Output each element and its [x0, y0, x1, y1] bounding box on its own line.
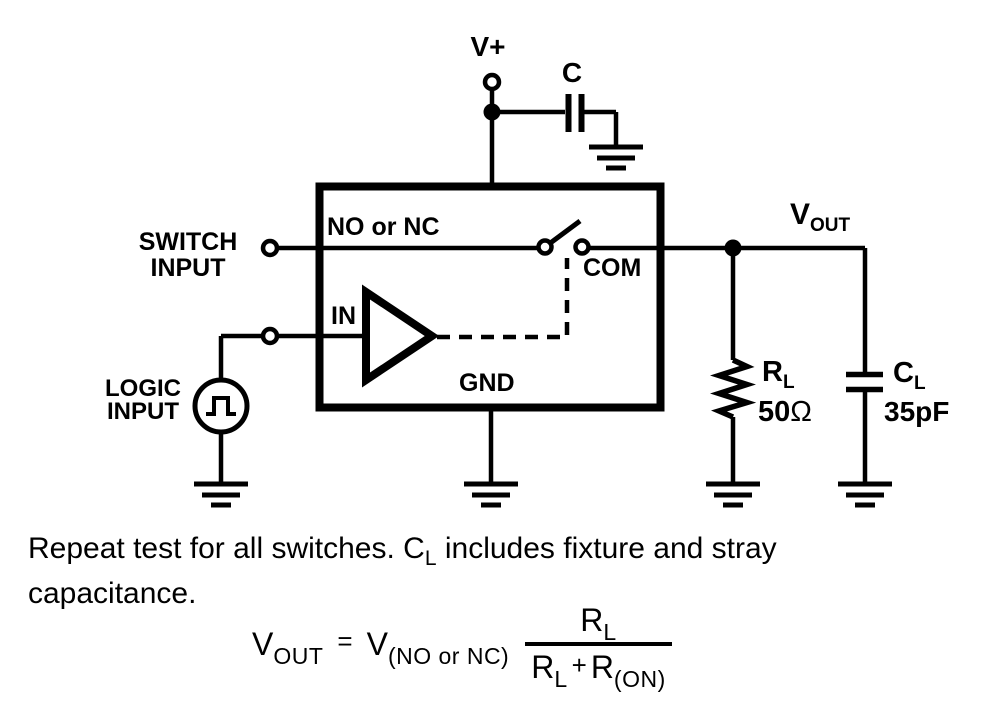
formula-fraction: RL RL+R(ON) — [525, 602, 672, 692]
switch-input-label: SWITCH INPUT — [128, 229, 248, 281]
switch-contact-circle — [573, 238, 591, 256]
switch-symbol — [437, 218, 591, 340]
formula-rhs: V(NO or NC) — [366, 625, 510, 669]
switch-input-branch — [260, 238, 538, 258]
ground-symbol — [706, 481, 760, 508]
note-line1-post: includes fixture and stray — [436, 532, 777, 565]
vout-label-base: V — [790, 198, 811, 231]
ground-symbol — [194, 481, 248, 508]
load-resistor-label: RL — [762, 356, 795, 393]
load-capacitor-value: 35pF — [884, 396, 950, 427]
gnd-pin-branch — [464, 411, 518, 508]
logic-input-label: LOGIC INPUT — [103, 375, 183, 425]
output-branch — [588, 239, 892, 508]
junction-dot — [724, 239, 742, 257]
den-r1-sub: L — [554, 666, 568, 692]
note-line1-pre: Repeat test for all switches. C — [28, 532, 425, 565]
formula-lhs: VOUT — [252, 625, 323, 669]
pin-gnd-label: GND — [459, 369, 515, 397]
switch-arm — [547, 218, 582, 247]
formula-lhs-base: V — [252, 625, 274, 662]
buffer-triangle — [362, 284, 440, 388]
den-r2-base: R — [590, 649, 614, 685]
formula-lhs-sub: OUT — [273, 642, 324, 669]
ground-symbol — [589, 144, 643, 171]
cl-label-base: C — [893, 357, 914, 389]
ic-box — [315, 182, 665, 412]
load-resistor-value: 50Ω — [758, 398, 812, 427]
ohm-symbol: Ω — [790, 396, 812, 428]
rl-label-base: R — [762, 356, 783, 388]
formula-rhs-sub: (NO or NC) — [387, 642, 510, 669]
load-capacitor-label: CL — [893, 357, 926, 394]
switch-input-terminal-circle — [260, 238, 280, 258]
fraction-numerator: RL — [525, 602, 672, 645]
den-plus: + — [571, 650, 587, 680]
vplus-terminal-circle — [482, 72, 502, 92]
rl-value-number: 50 — [758, 396, 791, 428]
num-base: R — [580, 602, 604, 638]
pulse-waveform-icon — [206, 396, 236, 416]
pulse-source-circle — [192, 377, 250, 435]
switch-input-label-line2: INPUT — [150, 254, 226, 282]
fraction-denominator: RL+R(ON) — [525, 646, 672, 692]
note-line1: Repeat test for all switches. CL include… — [28, 528, 777, 573]
vout-label: VOUT — [790, 198, 850, 236]
pin-com-label: COM — [583, 254, 642, 282]
note-line2: capacitance. — [28, 577, 197, 610]
control-dashed-line — [437, 258, 570, 340]
switch-input-label-line1: SWITCH — [138, 228, 238, 256]
note-line1-sub: L — [424, 547, 437, 570]
note-text: Repeat test for all switches. CL include… — [28, 528, 777, 615]
cl-label-sub: L — [913, 373, 926, 394]
ground-symbol — [838, 481, 892, 508]
vout-formula: VOUT = V(NO or NC) RL RL+R(ON) — [252, 592, 672, 696]
power-supply-branch — [482, 72, 643, 186]
vout-label-sub: OUT — [810, 215, 851, 236]
load-resistor-zigzag — [710, 357, 757, 420]
ground-symbol — [464, 481, 518, 508]
logic-input-branch — [192, 326, 366, 508]
switch-contact-circle — [536, 238, 554, 256]
equals-sign: = — [337, 625, 353, 656]
logic-input-label-line2: INPUT — [107, 398, 179, 425]
vplus-label: V+ — [470, 31, 506, 62]
fraction-bar — [525, 642, 672, 646]
num-sub: L — [603, 619, 617, 645]
logic-input-terminal-circle — [260, 326, 280, 346]
den-r1-base: R — [531, 649, 555, 685]
rl-label-sub: L — [782, 372, 795, 393]
den-r2-sub: (ON) — [613, 666, 666, 692]
bypass-cap-label: C — [561, 57, 583, 88]
pin-no-nc-label: NO or NC — [327, 213, 440, 241]
formula-rhs-base: V — [366, 625, 388, 662]
pin-in-label: IN — [331, 302, 356, 330]
logic-input-label-line1: LOGIC — [105, 375, 181, 402]
